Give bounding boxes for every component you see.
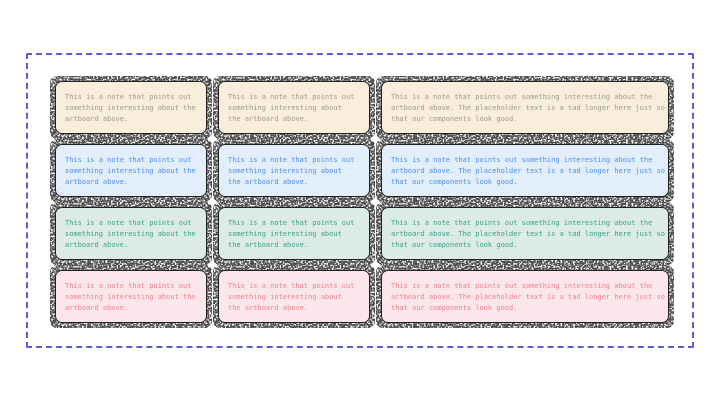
note-card[interactable]: This is a note that points out something…	[381, 81, 669, 134]
note-card[interactable]: This is a note that points out something…	[55, 207, 207, 260]
note-text: This is a note that points out something…	[228, 219, 355, 249]
note-card[interactable]: This is a note that points out something…	[381, 207, 669, 260]
note-card[interactable]: This is a note that points out something…	[218, 81, 370, 134]
note-card[interactable]: This is a note that points out something…	[381, 144, 669, 197]
note-text: This is a note that points out something…	[228, 156, 355, 186]
note-text: This is a note that points out something…	[391, 156, 665, 186]
note-card[interactable]: This is a note that points out something…	[381, 270, 669, 323]
note-text: This is a note that points out something…	[228, 282, 355, 312]
note-card[interactable]: This is a note that points out something…	[218, 207, 370, 260]
note-text: This is a note that points out something…	[391, 219, 665, 249]
note-card[interactable]: This is a note that points out something…	[218, 270, 370, 323]
note-text: This is a note that points out something…	[391, 282, 665, 312]
note-card[interactable]: This is a note that points out something…	[55, 144, 207, 197]
note-text: This is a note that points out something…	[65, 219, 196, 249]
note-text: This is a note that points out something…	[65, 93, 196, 123]
note-card[interactable]: This is a note that points out something…	[55, 270, 207, 323]
note-grid: This is a note that points out something…	[55, 81, 669, 323]
note-text: This is a note that points out something…	[228, 93, 355, 123]
note-text: This is a note that points out something…	[65, 156, 196, 186]
note-card[interactable]: This is a note that points out something…	[55, 81, 207, 134]
note-text: This is a note that points out something…	[65, 282, 196, 312]
note-card[interactable]: This is a note that points out something…	[218, 144, 370, 197]
note-text: This is a note that points out something…	[391, 93, 665, 123]
